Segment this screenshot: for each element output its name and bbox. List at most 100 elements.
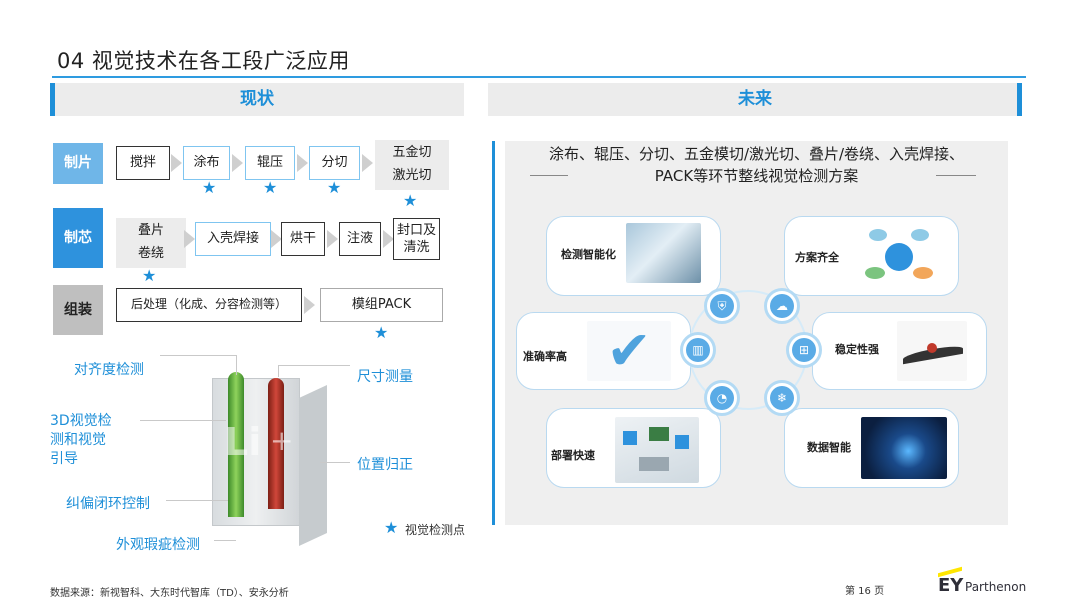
callout-3d-line1: 3D视觉检 xyxy=(50,413,112,429)
snowflake-icon: ❄ xyxy=(764,380,800,416)
battery-side xyxy=(299,384,327,546)
step-stack-wind: 叠片 卷绕 xyxy=(116,218,186,268)
row-label-sheet: 制片 xyxy=(53,143,103,184)
heading-rule-right xyxy=(936,175,976,176)
row-label-assembly: 组装 xyxy=(53,285,103,335)
factory-robot-image xyxy=(626,223,701,283)
step-drying: 烘干 xyxy=(281,222,325,256)
callout-line xyxy=(278,365,279,377)
header-accent-bar xyxy=(1017,83,1022,116)
card-label: 方案齐全 xyxy=(795,251,839,264)
flow-arrow xyxy=(271,230,282,248)
callout-line xyxy=(166,500,228,501)
current-state-label: 现状 xyxy=(240,89,274,109)
battery-li-text: Li xyxy=(224,420,262,464)
step-seal-clean: 封口及 清洗 xyxy=(393,218,440,260)
flow-arrow xyxy=(171,154,182,172)
stable-shape-image xyxy=(897,321,967,381)
step-die-laser-cut: 五金切 激光切 xyxy=(375,140,449,190)
step-winding-label: 卷绕 xyxy=(137,246,164,261)
header-accent-bar xyxy=(50,83,55,116)
card-stability: 稳定性强 xyxy=(812,312,987,390)
future-heading: 涂布、辊压、分切、五金模切/激光切、叠片/卷绕、入壳焊接、 PACK等环节整线视… xyxy=(505,143,1008,187)
card-label: 数据智能 xyxy=(807,441,851,454)
star-icon: ★ xyxy=(142,266,157,285)
flow-arrow xyxy=(304,296,315,314)
deployment-image xyxy=(615,417,699,483)
city-data-image xyxy=(861,417,947,479)
card-label: 稳定性强 xyxy=(835,343,879,356)
callout-3d-line3: 引导 xyxy=(50,451,78,467)
callout-3d-vision: 3D视觉检 测和视觉 引导 xyxy=(50,412,112,469)
callout-closed-loop: 纠偏闭环控制 xyxy=(66,496,150,512)
green-electrode xyxy=(228,372,244,517)
network-icon: ⊞ xyxy=(786,332,822,368)
flow-arrow xyxy=(383,230,394,248)
flow-arrow xyxy=(327,230,338,248)
callout-line xyxy=(278,365,350,366)
future-heading-line1: 涂布、辊压、分切、五金模切/激光切、叠片/卷绕、入壳焊接、 xyxy=(548,145,965,163)
future-heading-line2: PACK等环节整线视觉检测方案 xyxy=(654,167,859,185)
shield-icon: ⛨ xyxy=(704,288,740,324)
battery-cell-image xyxy=(212,378,300,526)
callout-line xyxy=(214,540,236,541)
legend-star-icon: ★ xyxy=(384,518,399,537)
title-divider xyxy=(52,76,1026,78)
step-stacking-label: 叠片 xyxy=(137,223,164,238)
callout-alignment: 对齐度检测 xyxy=(74,362,144,378)
current-state-header: 现状 xyxy=(50,83,464,116)
star-icon: ★ xyxy=(403,191,418,210)
gauge-icon: ◔ xyxy=(704,380,740,416)
footer-source: 数据来源：新视智科、大东时代智库（TD）、安永分析 xyxy=(50,588,289,599)
step-mixing: 搅拌 xyxy=(116,146,170,180)
card-smart-detection: 检测智能化 xyxy=(546,216,721,296)
callout-line xyxy=(160,355,236,356)
section-divider xyxy=(492,141,495,525)
star-icon: ★ xyxy=(263,178,278,197)
callout-3d-line2: 测和视觉 xyxy=(50,432,106,448)
card-high-accuracy: 准确率高 ✔ xyxy=(516,312,691,390)
card-data-intelligence: 数据智能 xyxy=(784,408,959,488)
step-coating: 涂布 xyxy=(183,146,230,180)
future-header: 未来 xyxy=(488,83,1022,116)
battery-plus-text: + xyxy=(270,424,294,457)
callout-line xyxy=(320,462,350,463)
page-number: 第 16 页 xyxy=(845,586,885,597)
step-post-processing: 后处理（化成、分容检测等） xyxy=(116,288,302,322)
barcode-icon: ▥ xyxy=(680,332,716,368)
card-complete-solution: 方案齐全 xyxy=(784,216,959,296)
callout-line xyxy=(236,355,237,375)
parthenon-logo: Parthenon xyxy=(965,580,1027,594)
step-module-pack: 模组PACK xyxy=(320,288,443,322)
check-icon: ✔ xyxy=(587,321,671,381)
card-fast-deployment: 部署快速 xyxy=(546,408,721,488)
row-label-cell: 制芯 xyxy=(53,208,103,268)
flow-arrow xyxy=(297,154,308,172)
callout-position: 位置归正 xyxy=(357,457,413,473)
red-electrode xyxy=(268,378,284,509)
future-label: 未来 xyxy=(738,89,772,109)
flow-arrow xyxy=(184,230,195,248)
flow-arrow xyxy=(362,154,373,172)
page-title: 04 视觉技术在各工段广泛应用 xyxy=(57,49,350,73)
cloud-icon: ☁ xyxy=(764,288,800,324)
callout-defect: 外观瑕疵检测 xyxy=(116,537,200,553)
star-icon: ★ xyxy=(202,178,217,197)
step-seal-label: 封口及 xyxy=(396,223,436,238)
step-die-cut-label: 五金切 xyxy=(392,145,432,160)
mindmap-image xyxy=(849,223,947,289)
flow-arrow xyxy=(232,154,243,172)
heading-rule-left xyxy=(530,175,568,176)
step-casing-welding: 入壳焊接 xyxy=(195,222,271,256)
card-label: 部署快速 xyxy=(551,449,595,462)
callout-line xyxy=(140,420,226,421)
star-icon: ★ xyxy=(374,323,389,342)
step-slitting: 分切 xyxy=(309,146,360,180)
legend-label: 视觉检测点 xyxy=(405,523,466,537)
card-label: 检测智能化 xyxy=(561,248,616,261)
step-clean-label: 清洗 xyxy=(403,240,430,255)
step-injection: 注液 xyxy=(339,222,381,256)
step-rolling: 辊压 xyxy=(245,146,295,180)
ey-logo: EY xyxy=(938,575,964,596)
star-icon: ★ xyxy=(327,178,342,197)
